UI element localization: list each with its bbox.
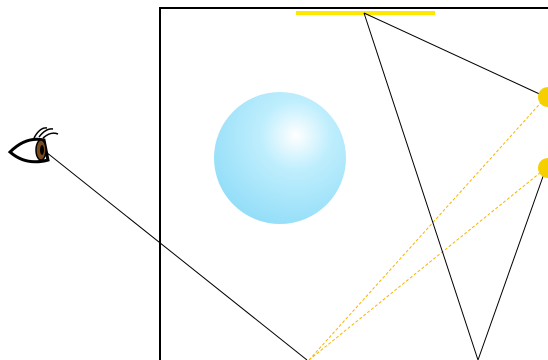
- bounce-ray-to-light: [364, 13, 546, 97]
- shadow-ray-upper: [309, 97, 546, 360]
- eye-icon: [10, 128, 58, 162]
- room-box: [160, 8, 548, 360]
- light-source-upper: [538, 87, 548, 107]
- sphere: [214, 92, 346, 224]
- shadow-ray-lower: [309, 168, 546, 360]
- light-source-lower: [538, 158, 548, 178]
- bounce-ray: [364, 13, 546, 360]
